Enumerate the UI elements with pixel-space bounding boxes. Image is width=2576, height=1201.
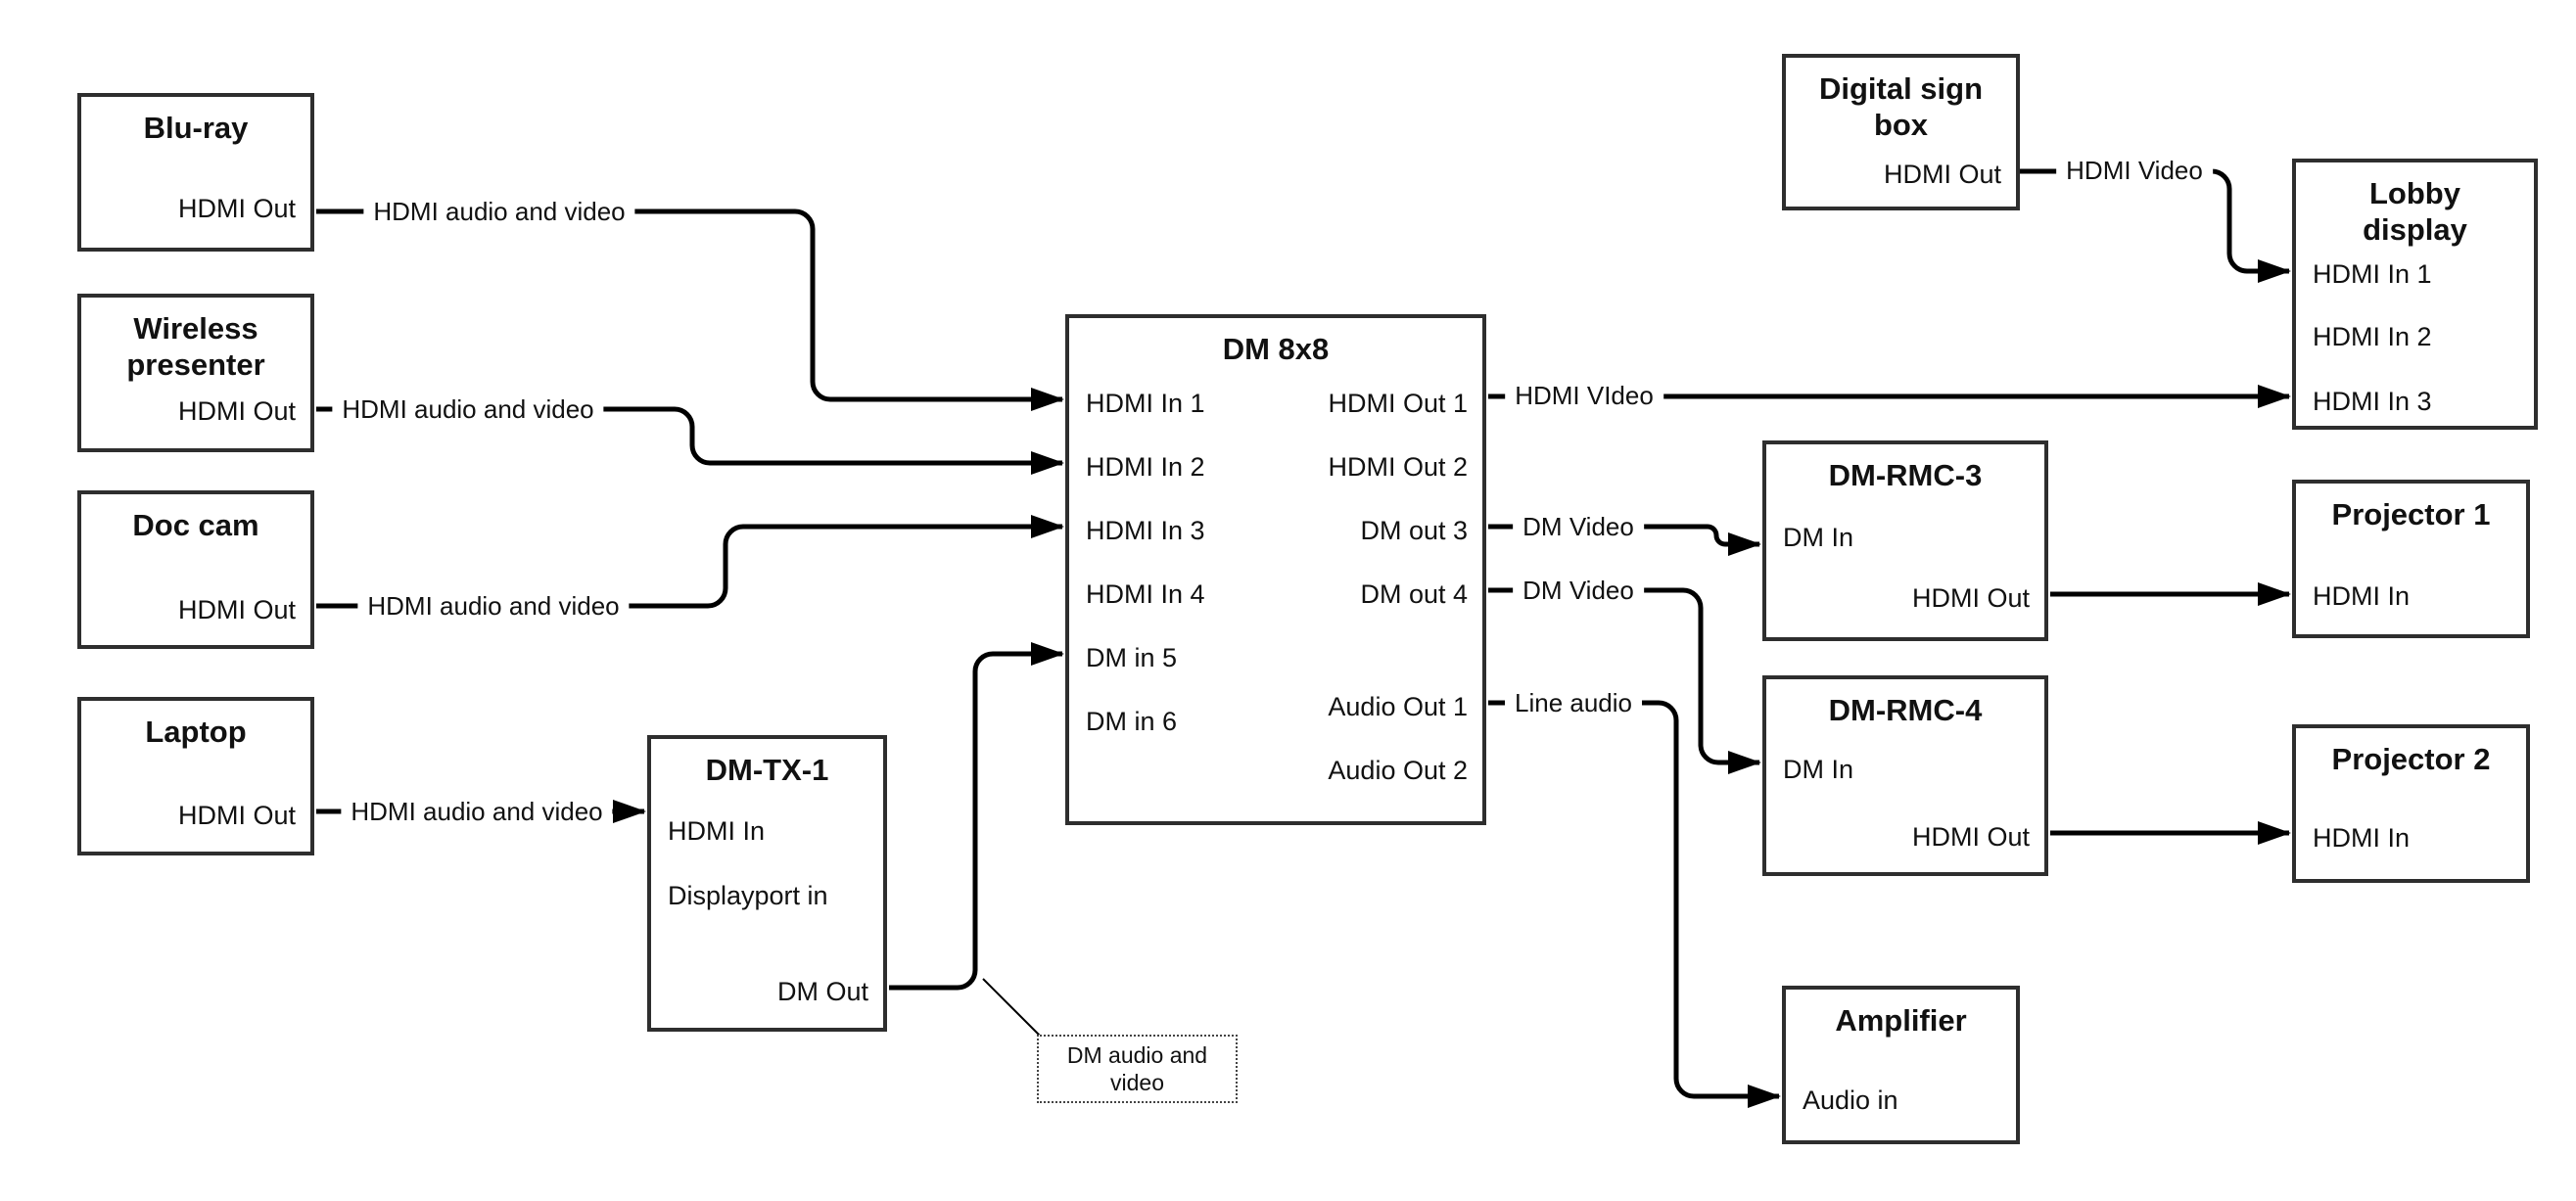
node-title: Digital sign box	[1818, 71, 1984, 142]
port-hdmi-in-3: HDMI In 3	[1086, 516, 1205, 545]
wire-wireless-to-dm8x8-in2	[316, 406, 1064, 475]
wire-label-hdmi-video-out1: HDMI VIdeo	[1505, 380, 1663, 411]
node-title: DM 8x8	[1222, 332, 1330, 366]
node-title: Projector 2	[2331, 742, 2491, 776]
node-title: Blu-ray	[143, 111, 249, 145]
node-title: Amplifier	[1835, 1003, 1967, 1038]
port-audio-in: Audio in	[1803, 1086, 1898, 1115]
port-hdmi-in: HDMI In	[2313, 823, 2411, 853]
port-audio-out-2: Audio Out 2	[1328, 756, 1468, 785]
wire-dm8x8-audio1-to-amplifier	[1488, 700, 1781, 1108]
wire-dm8x8-out3-to-dmrmc3	[1488, 524, 1761, 556]
port-hdmi-out: HDMI Out	[177, 396, 296, 426]
port-hdmi-in-2: HDMI In 2	[1086, 452, 1205, 482]
wire-bluray-to-dm8x8-in1	[316, 208, 1064, 411]
port-hdmi-out: HDMI Out	[177, 801, 296, 830]
port-hdmi-out: HDMI Out	[1883, 160, 2001, 189]
port-hdmi-out-2: HDMI Out 2	[1328, 452, 1468, 482]
port-dm-in-6: DM in 6	[1086, 707, 1178, 736]
note-leader-line	[982, 978, 1041, 1037]
port-hdmi-out: HDMI Out	[1911, 583, 2030, 613]
port-dm-in-5: DM in 5	[1086, 643, 1178, 672]
node-title: Wireless presenter	[126, 311, 265, 382]
port-hdmi-in-1: HDMI In 1	[2313, 259, 2432, 289]
port-hdmi-in: HDMI In	[668, 816, 766, 846]
wire-dm8x8-out4-to-dmrmc4	[1488, 587, 1761, 774]
port-hdmi-out-1: HDMI Out 1	[1328, 389, 1468, 418]
node-amplifier: Amplifier Audio in	[1782, 986, 2020, 1144]
wire-label-dm-video-out3: DM Video	[1513, 511, 1644, 542]
node-projector-2: Projector 2 HDMI In	[2292, 724, 2530, 883]
node-bluray: Blu-ray HDMI Out	[77, 93, 314, 252]
port-hdmi-in-1: HDMI In 1	[1086, 389, 1205, 418]
node-dm-rmc-4: DM-RMC-4 DM In HDMI Out	[1762, 675, 2048, 876]
node-dm-8x8: DM 8x8 HDMI In 1 HDMI In 2 HDMI In 3 HDM…	[1065, 314, 1486, 825]
port-dm-out: DM Out	[776, 977, 868, 1006]
port-hdmi-in: HDMI In	[2313, 581, 2411, 611]
port-hdmi-out: HDMI Out	[177, 595, 296, 624]
node-title: Projector 1	[2331, 497, 2491, 531]
port-dm-in: DM In	[1783, 755, 1854, 784]
wire-digitalsign-to-lobby-in1	[2020, 168, 2291, 283]
node-title: Lobby display	[2363, 176, 2467, 247]
node-doc-cam: Doc cam HDMI Out	[77, 490, 314, 649]
wire-label-wireless-av: HDMI audio and video	[332, 393, 604, 425]
annotation-dm-audio-video: DM audio and video	[1037, 1035, 1238, 1103]
port-hdmi-in-2: HDMI In 2	[2313, 322, 2432, 351]
node-title: DM-TX-1	[705, 753, 829, 787]
node-wireless-presenter: Wireless presenter HDMI Out	[77, 294, 314, 452]
port-hdmi-in-4: HDMI In 4	[1086, 579, 1205, 609]
port-dm-in: DM In	[1783, 523, 1854, 552]
port-hdmi-out: HDMI Out	[177, 194, 296, 223]
port-dm-out-3: DM out 3	[1360, 516, 1468, 545]
port-hdmi-in-3: HDMI In 3	[2313, 387, 2432, 416]
port-hdmi-out: HDMI Out	[1911, 822, 2030, 852]
wire-label-doccam-av: HDMI audio and video	[357, 590, 630, 622]
node-dm-rmc-3: DM-RMC-3 DM In HDMI Out	[1762, 440, 2048, 641]
node-dm-tx-1: DM-TX-1 HDMI In Displayport in DM Out	[647, 735, 887, 1032]
node-title: Laptop	[145, 715, 247, 749]
wire-dmtx1-to-dm8x8-in5	[889, 642, 1064, 991]
wire-label-laptop-av: HDMI audio and video	[341, 796, 613, 827]
wire-label-dm-video-out4: DM Video	[1513, 575, 1644, 606]
node-title: Doc cam	[132, 508, 259, 542]
wire-doccam-to-dm8x8-in3	[316, 515, 1064, 609]
port-audio-out-1: Audio Out 1	[1328, 692, 1468, 721]
wire-label-bluray-av: HDMI audio and video	[363, 196, 635, 227]
port-dm-out-4: DM out 4	[1360, 579, 1468, 609]
wire-label-line-audio: Line audio	[1505, 687, 1642, 718]
node-laptop: Laptop HDMI Out	[77, 697, 314, 855]
node-digital-sign-box: Digital sign box HDMI Out	[1782, 54, 2020, 210]
node-title: DM-RMC-4	[1828, 693, 1983, 727]
wire-label-hdmi-video-sign: HDMI Video	[2056, 155, 2213, 186]
node-title: DM-RMC-3	[1828, 458, 1983, 492]
node-projector-1: Projector 1 HDMI In	[2292, 480, 2530, 638]
node-lobby-display: Lobby display HDMI In 1 HDMI In 2 HDMI I…	[2292, 159, 2538, 430]
port-displayport-in: Displayport in	[668, 881, 828, 910]
